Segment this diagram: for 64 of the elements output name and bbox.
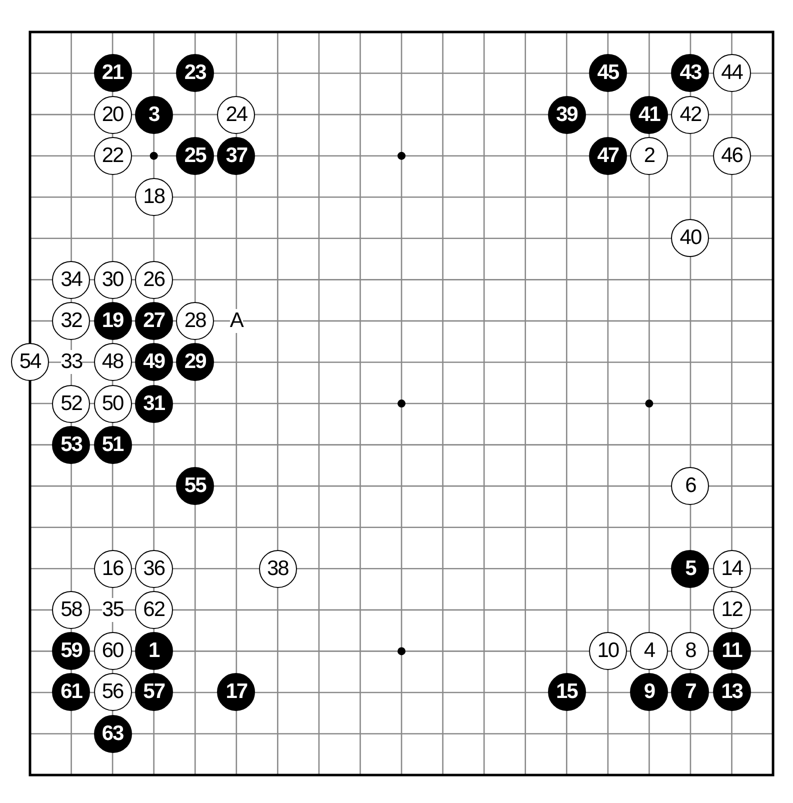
go-stone: 61 (52, 673, 90, 712)
go-stone: 60 (94, 632, 132, 670)
go-stone: 40 (671, 219, 710, 258)
go-stone: 36 (134, 550, 173, 588)
go-stone: 42 (671, 96, 710, 134)
go-stone: 56 (94, 673, 132, 712)
go-stone: 29 (176, 343, 214, 382)
go-stone: 21 (94, 54, 132, 92)
go-stone: 32 (52, 302, 90, 340)
go-stone: 62 (134, 590, 173, 629)
go-stone: 39 (548, 96, 586, 134)
go-stone: 53 (52, 426, 90, 464)
go-stone: 19 (94, 302, 132, 340)
go-stone: 9 (630, 673, 668, 712)
go-stone: 5 (671, 550, 710, 588)
move-number: 33 (60, 350, 82, 374)
go-stone: 25 (176, 136, 214, 175)
go-stone: 45 (588, 54, 627, 92)
go-stone: 52 (52, 384, 90, 423)
go-stone: 30 (94, 260, 132, 299)
go-stone: 41 (630, 96, 668, 134)
go-stone: 27 (134, 302, 173, 340)
go-stone: 51 (94, 426, 132, 464)
go-stone: 34 (52, 260, 90, 299)
go-stone: 10 (588, 632, 627, 670)
go-stone: 26 (134, 260, 173, 299)
go-stone: 38 (258, 550, 297, 588)
go-stone: 31 (134, 384, 173, 423)
go-stone: 24 (217, 96, 256, 134)
go-stone: 63 (94, 714, 132, 753)
go-stone: 47 (588, 136, 627, 175)
go-stone: 28 (176, 302, 214, 340)
go-stone: 44 (712, 54, 751, 92)
go-stone: 46 (712, 136, 751, 175)
go-stone: 58 (52, 590, 90, 629)
go-stone: 50 (94, 384, 132, 423)
go-stone: 23 (176, 54, 214, 92)
go-stone: 13 (712, 673, 751, 712)
go-stone: 17 (217, 673, 256, 712)
go-stone: 15 (548, 673, 586, 712)
point-label: A (230, 308, 243, 333)
go-stone: 6 (671, 467, 710, 506)
go-stone: 12 (712, 590, 751, 629)
go-stone: 3 (134, 96, 173, 134)
go-stone: 59 (52, 632, 90, 670)
go-stone: 1 (134, 632, 173, 670)
go-stone: 20 (94, 96, 132, 134)
go-stone: 22 (94, 136, 132, 175)
move-number: 35 (102, 598, 124, 622)
go-stone: 55 (176, 467, 214, 506)
go-stone: 14 (712, 550, 751, 588)
go-stone: 37 (217, 136, 256, 175)
go-stone: 48 (94, 343, 132, 382)
go-stone: 57 (134, 673, 173, 712)
go-stone: 43 (671, 54, 710, 92)
go-stone: 54 (11, 343, 49, 382)
go-stone: 49 (134, 343, 173, 382)
go-stone: 16 (94, 550, 132, 588)
go-stone: 2 (630, 136, 668, 175)
go-stone: 4 (630, 632, 668, 670)
go-stone: 8 (671, 632, 710, 670)
go-stone: 11 (712, 632, 751, 670)
go-stone: 18 (134, 178, 173, 216)
go-stone: 7 (671, 673, 710, 712)
